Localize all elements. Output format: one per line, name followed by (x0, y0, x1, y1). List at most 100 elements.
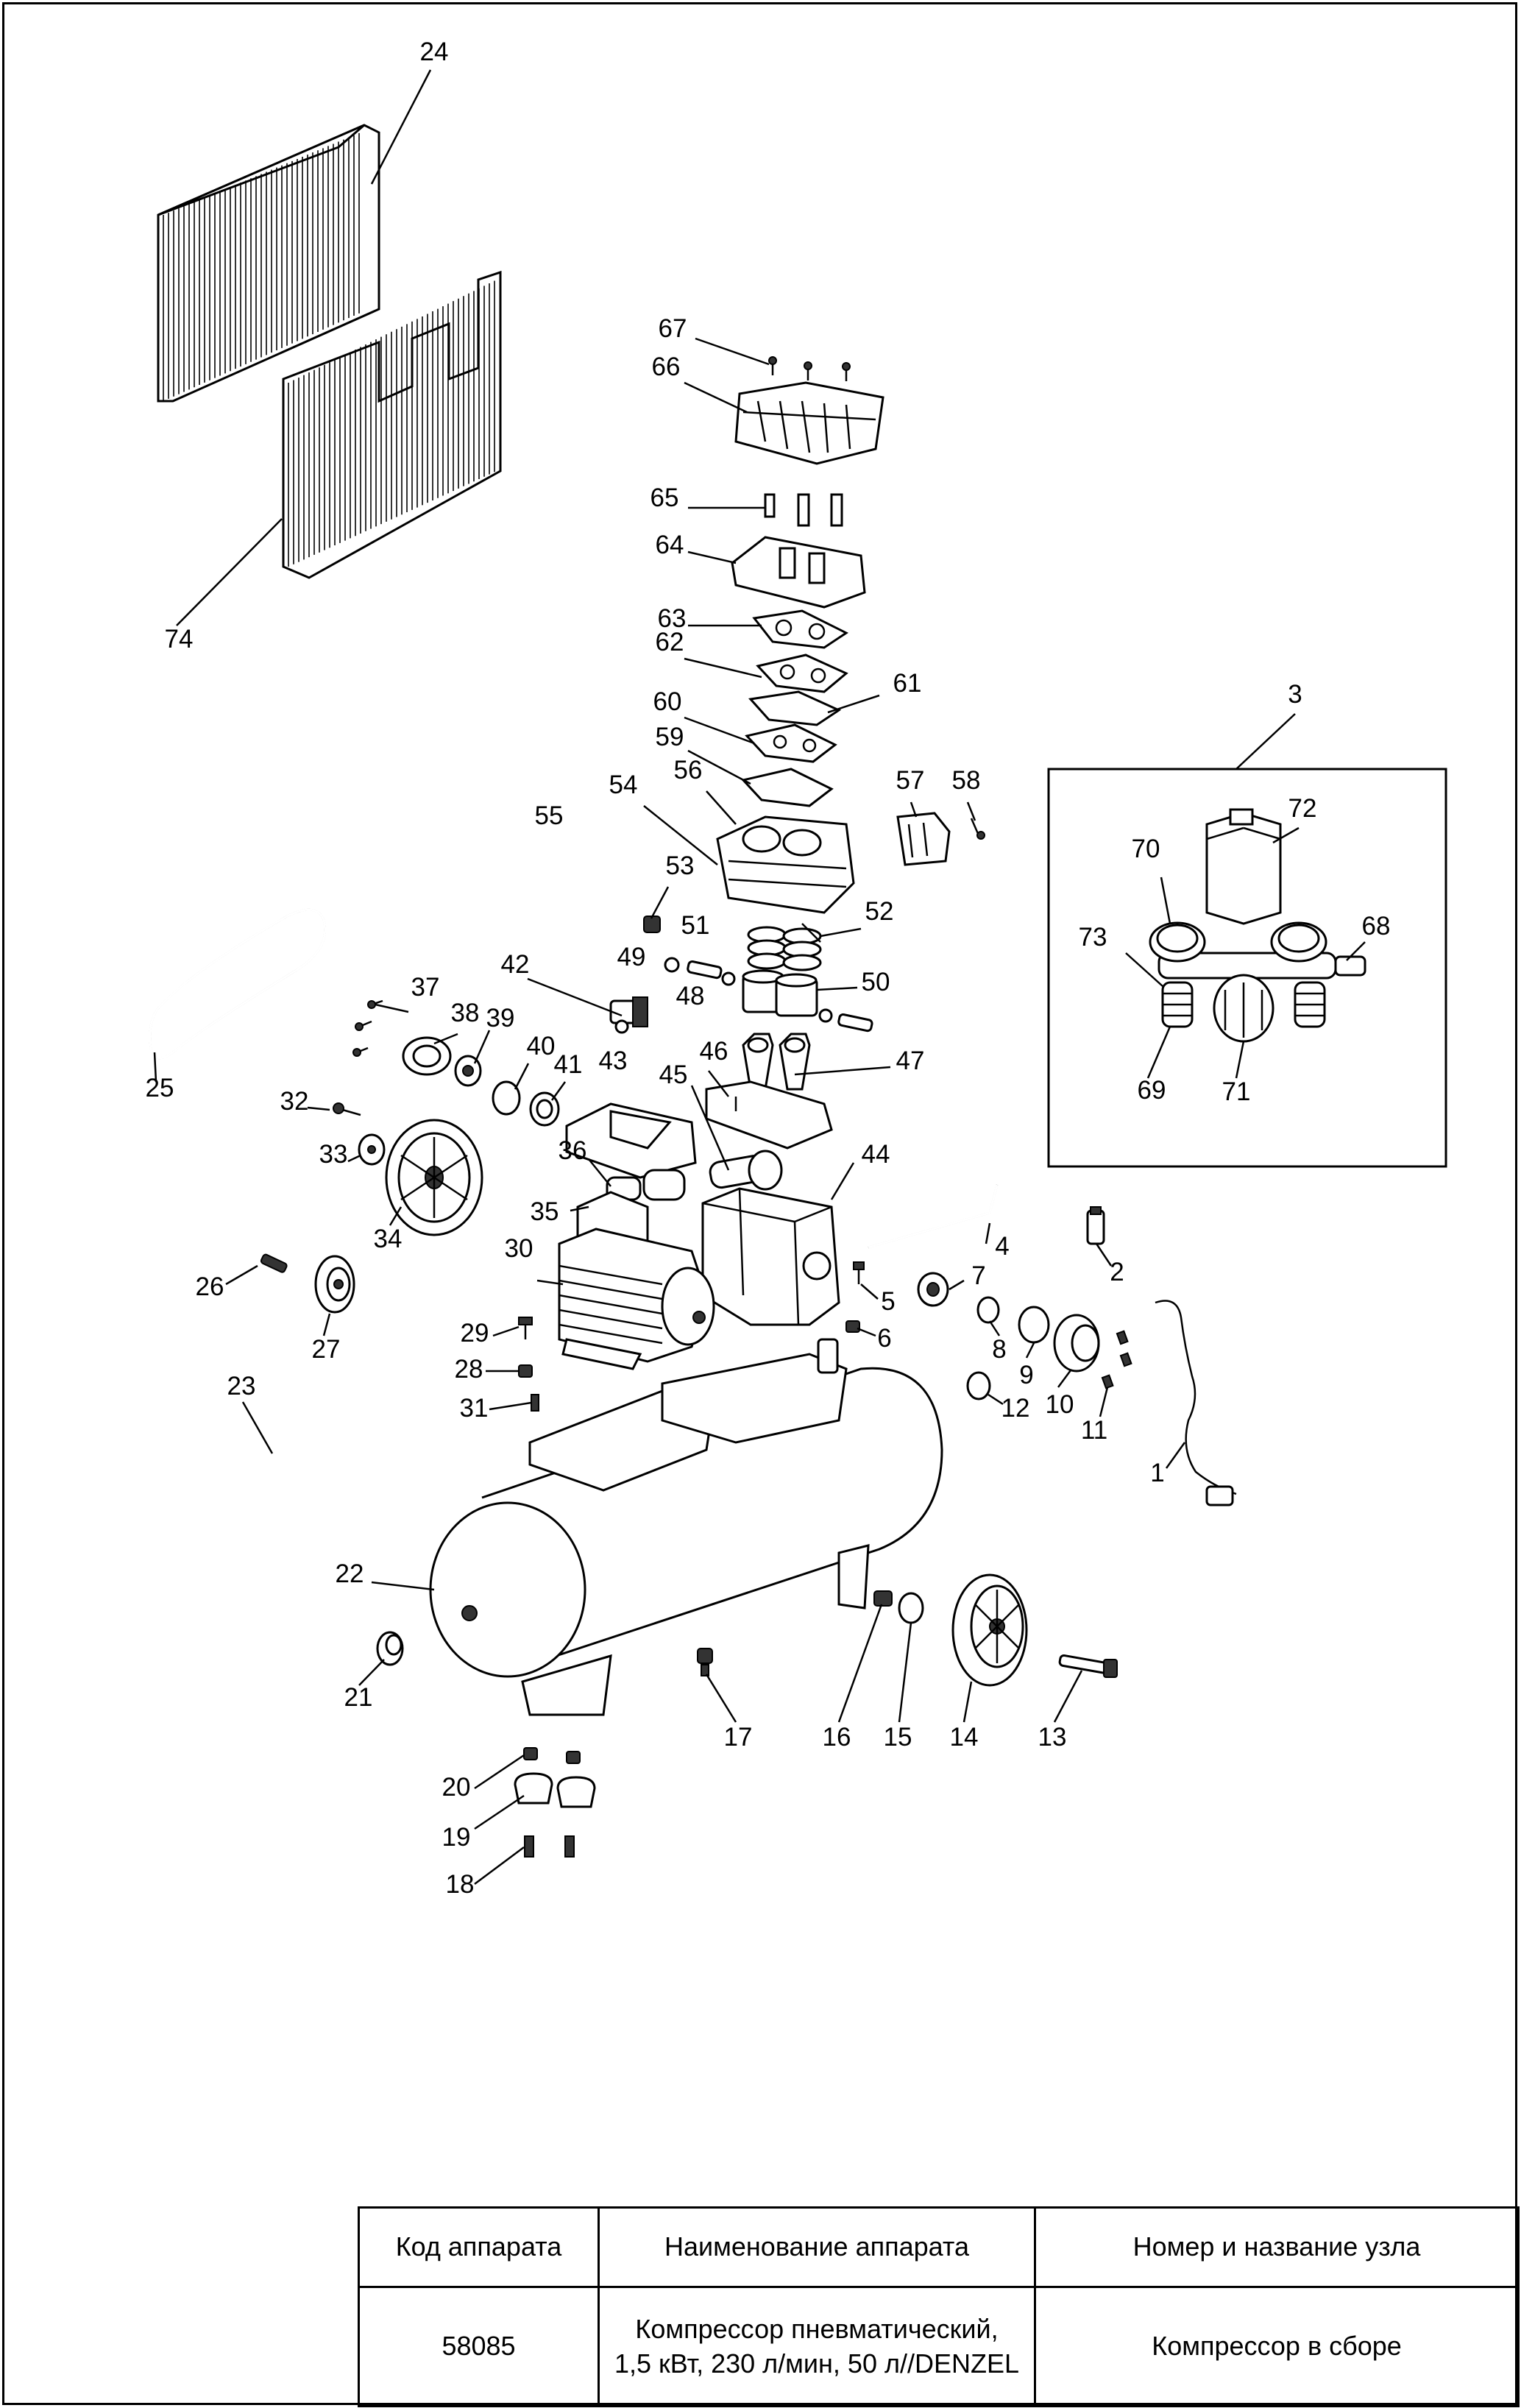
fitting-12 (966, 1371, 991, 1400)
callout-68: 68 (1362, 912, 1391, 941)
callout-24: 24 (420, 38, 449, 66)
callout-63: 63 (658, 604, 687, 633)
crankcase-44 (701, 1187, 840, 1326)
connecting-rods-47 (742, 1033, 811, 1091)
callout-41: 41 (554, 1050, 583, 1079)
motor-30 (558, 1228, 715, 1370)
piston-rings-51-52 (747, 926, 822, 971)
callout-53: 53 (666, 851, 695, 880)
check-valve-42 (609, 996, 648, 1034)
callout-2: 2 (1110, 1258, 1124, 1286)
callout-25: 25 (146, 1074, 174, 1102)
fan-hub-38 (402, 1036, 452, 1076)
callout-64: 64 (656, 531, 684, 559)
callout-70: 70 (1132, 835, 1160, 863)
gasket-43 (565, 1102, 697, 1179)
callout-35: 35 (531, 1197, 559, 1226)
callout-40: 40 (527, 1032, 556, 1060)
spacer-7 (917, 1272, 949, 1307)
callout-42: 42 (501, 950, 530, 979)
callout-19: 19 (442, 1823, 471, 1852)
callout-7: 7 (971, 1261, 985, 1290)
callout-1: 1 (1150, 1459, 1164, 1487)
callout-48: 48 (676, 982, 705, 1010)
callout-57: 57 (896, 766, 925, 795)
callout-32: 32 (280, 1087, 309, 1116)
pressure-switch-base-10 (1053, 1314, 1100, 1373)
callout-66: 66 (652, 353, 681, 381)
gasket-59 (741, 768, 834, 807)
bolt-29 (518, 1317, 533, 1339)
callout-16: 16 (823, 1723, 851, 1752)
gasket-61 (748, 690, 842, 726)
bolt-31 (531, 1394, 539, 1412)
callout-numbers: 1234567891011121314151617181920212223242… (146, 38, 1391, 1899)
callout-49: 49 (617, 943, 646, 971)
nut-6 (845, 1320, 860, 1333)
callout-10: 10 (1046, 1390, 1074, 1419)
header-name: Наименование аппарата (598, 2206, 1036, 2288)
bolt-32 (333, 1102, 361, 1116)
callout-60: 60 (653, 687, 682, 716)
safety-valve-2 (1086, 1206, 1105, 1245)
washer-33 (358, 1133, 386, 1166)
callout-52: 52 (865, 897, 894, 926)
drain-valve-21 (376, 1631, 404, 1666)
callout-43: 43 (599, 1047, 628, 1075)
callout-8: 8 (992, 1335, 1006, 1364)
filter-screen-74 (282, 270, 502, 579)
callout-17: 17 (724, 1723, 753, 1752)
rubber-feet-19 (514, 1772, 596, 1808)
callout-27: 27 (312, 1335, 341, 1364)
callout-56: 56 (674, 756, 703, 785)
bolts-65 (764, 493, 843, 527)
callout-47: 47 (896, 1047, 925, 1075)
callout-29: 29 (461, 1319, 489, 1348)
callout-71: 71 (1222, 1077, 1251, 1106)
assembly-name: Компрессор в сборе (1034, 2286, 1520, 2407)
cover-bracket-64 (731, 536, 866, 609)
callout-33: 33 (319, 1140, 348, 1169)
pulley-27 (314, 1255, 355, 1314)
valve-plate-62 (756, 654, 848, 693)
callout-36: 36 (559, 1136, 587, 1165)
callout-18: 18 (446, 1870, 475, 1899)
gasket-63 (752, 609, 848, 649)
callout-23: 23 (227, 1372, 256, 1400)
callout-34: 34 (374, 1225, 403, 1253)
callout-44: 44 (862, 1140, 890, 1169)
callout-21: 21 (344, 1683, 373, 1712)
callout-31: 31 (460, 1394, 489, 1423)
unloader-tube-4 (868, 1184, 999, 1249)
air-tank-22 (429, 1367, 943, 1716)
filter-screen-24 (157, 124, 380, 403)
header-assembly: Номер и название узла (1034, 2206, 1520, 2288)
callout-59: 59 (656, 723, 684, 751)
ring-9 (1018, 1306, 1050, 1344)
crankshaft-45 (709, 1150, 783, 1191)
pistons-50 (742, 969, 818, 1017)
callout-69: 69 (1138, 1076, 1166, 1105)
nut-16 (873, 1590, 893, 1607)
callout-14: 14 (950, 1723, 979, 1752)
piston-pins-48 (687, 960, 873, 1033)
washer-39 (454, 1055, 482, 1087)
callout-61: 61 (893, 669, 922, 698)
callout-4: 4 (995, 1232, 1009, 1261)
head-cover-66 (734, 381, 884, 465)
callout-46: 46 (700, 1037, 728, 1066)
callout-55: 55 (535, 801, 564, 830)
callout-65: 65 (650, 484, 679, 512)
apparatus-code: 58085 (358, 2286, 600, 2407)
nut-28 (518, 1364, 533, 1378)
callout-12: 12 (1001, 1394, 1030, 1423)
callout-38: 38 (451, 999, 480, 1027)
callout-37: 37 (411, 973, 440, 1002)
callout-11: 11 (1081, 1416, 1107, 1445)
callout-73: 73 (1079, 923, 1107, 952)
header-code: Код аппарата (358, 2206, 600, 2288)
title-block: Код аппарата Наименование аппарата Номер… (358, 2206, 1520, 2407)
callout-45: 45 (659, 1060, 688, 1089)
